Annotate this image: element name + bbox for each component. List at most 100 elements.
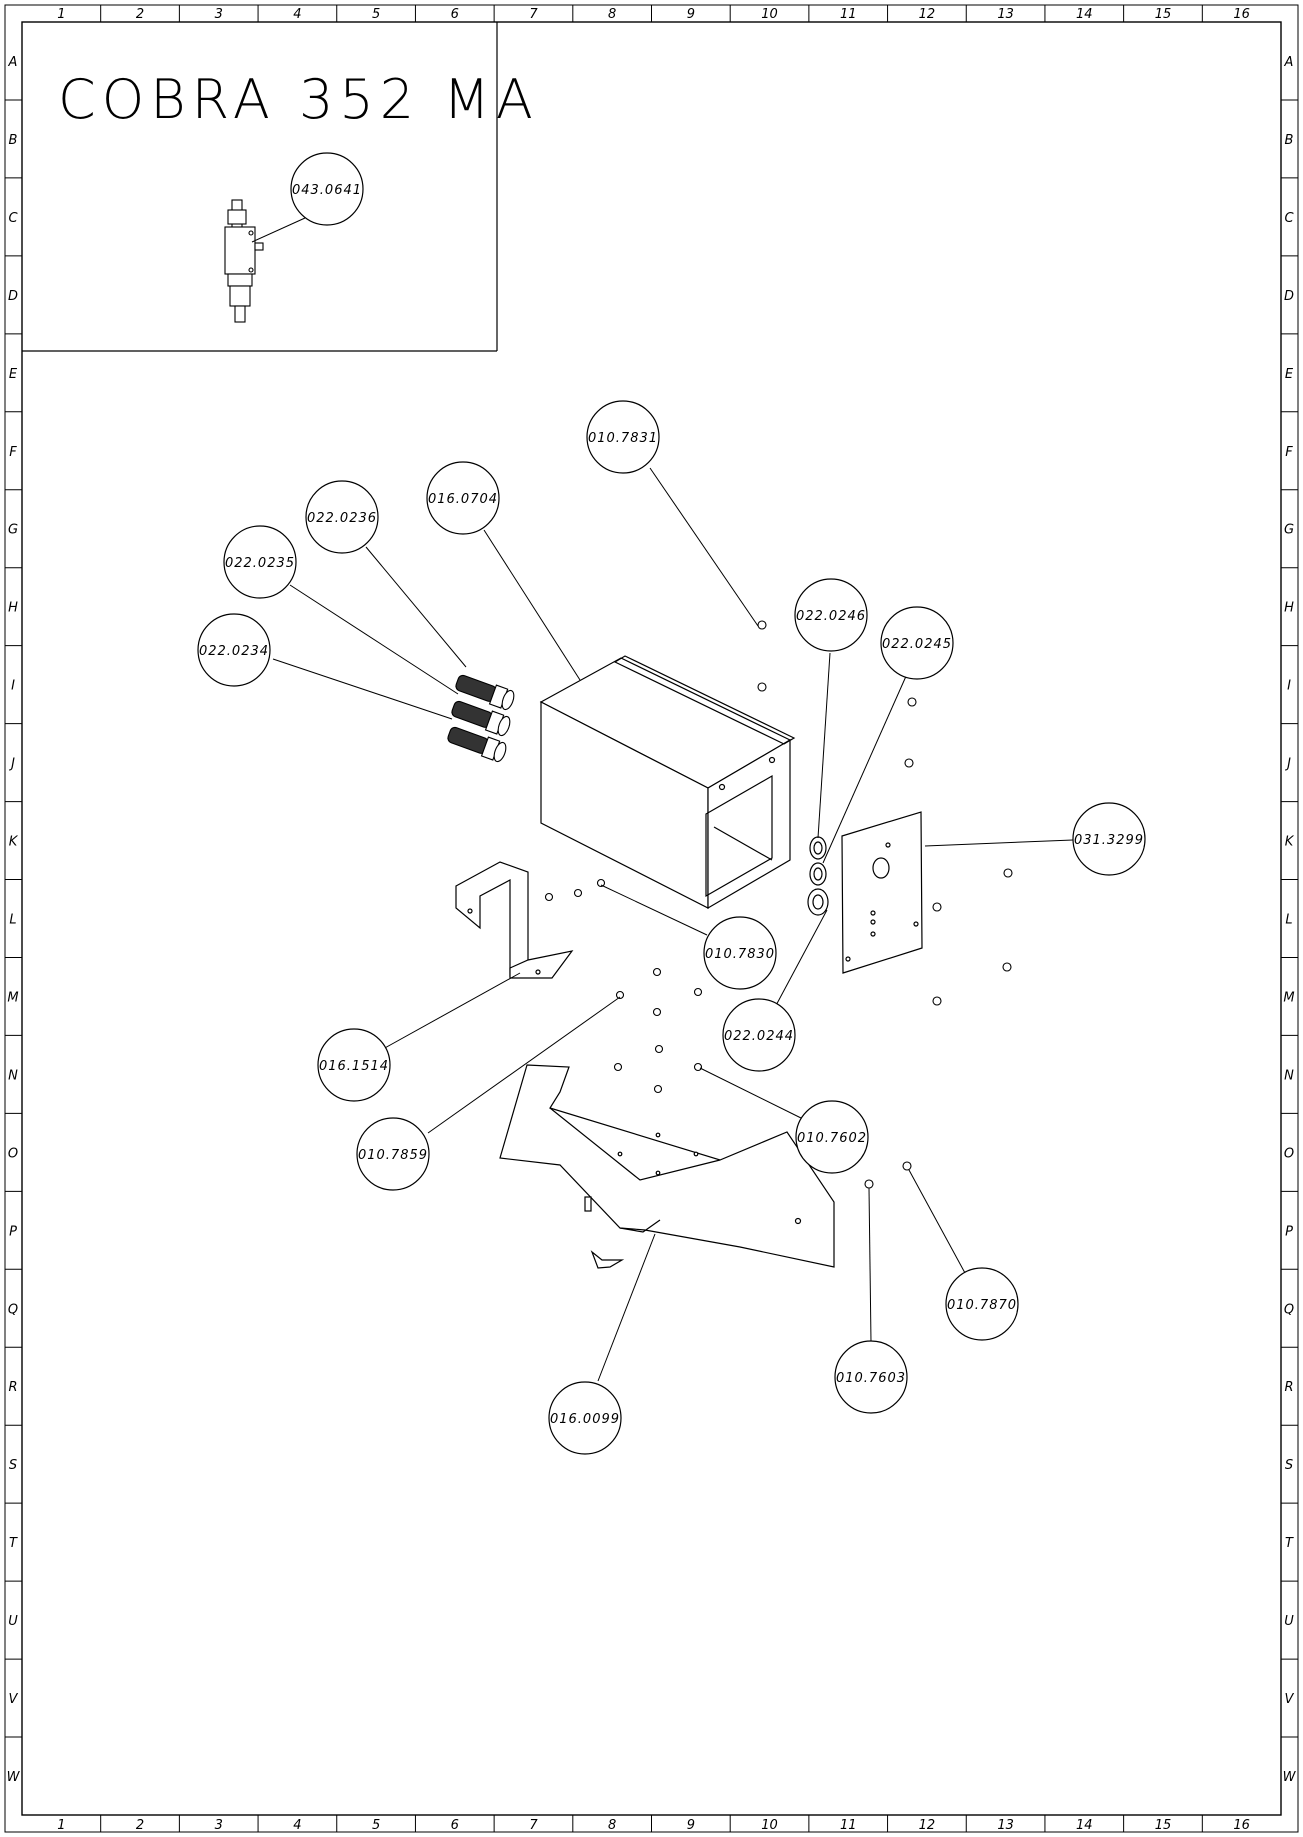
row-label-right-Q: Q	[1284, 1302, 1294, 1317]
callout-circle-022.0236	[305, 480, 379, 554]
row-label-left-I: I	[11, 679, 15, 694]
row-label-right-L: L	[1285, 913, 1292, 928]
callout-label-016.1514: 016.1514	[319, 1059, 389, 1074]
drawing-title: COBRA 352 MA	[58, 68, 539, 131]
callout-label-022.0234: 022.0234	[199, 644, 269, 659]
row-label-right-B: B	[1285, 133, 1294, 148]
lock-nuts	[807, 836, 829, 916]
row-label-right-C: C	[1284, 211, 1294, 226]
row-label-right-G: G	[1284, 523, 1294, 538]
col-label-top-14: 14	[1076, 7, 1093, 22]
callout-circle-031.3299	[1072, 802, 1146, 876]
row-label-right-A: A	[1284, 55, 1294, 70]
callout-circle-043.0641	[290, 152, 364, 226]
col-label-bottom-9: 9	[687, 1818, 695, 1833]
callout-label-010.7831: 010.7831	[588, 431, 658, 446]
row-label-right-R: R	[1284, 1380, 1293, 1395]
gas-valve-part	[224, 199, 264, 323]
row-label-left-B: B	[9, 133, 18, 148]
callout-balloons: 043.0641 010.7831 016.0704 022.0236 022.0235…	[197, 152, 1146, 1455]
col-label-bottom-2: 2	[136, 1818, 144, 1833]
row-label-right-O: O	[1284, 1146, 1294, 1161]
col-label-top-7: 7	[529, 7, 538, 22]
row-label-right-W: W	[1283, 1770, 1297, 1785]
col-label-top-13: 13	[997, 7, 1014, 22]
row-label-left-E: E	[9, 367, 18, 382]
col-label-top-10: 10	[761, 7, 778, 22]
housing-box	[539, 655, 796, 910]
callout-circle-022.0246	[794, 578, 868, 652]
callout-label-010.7859: 010.7859	[358, 1148, 428, 1163]
row-label-right-T: T	[1285, 1536, 1294, 1551]
col-label-bottom-7: 7	[529, 1818, 538, 1833]
col-label-bottom-3: 3	[215, 1818, 223, 1833]
callout-circle-016.0099	[548, 1381, 622, 1455]
cable-glands	[447, 674, 515, 763]
col-label-top-1: 1	[57, 7, 65, 22]
row-label-right-H: H	[1284, 601, 1294, 616]
row-label-right-J: J	[1284, 757, 1291, 772]
col-label-top-3: 3	[215, 7, 223, 22]
row-label-left-J: J	[8, 757, 15, 772]
callout-label-022.0236: 022.0236	[307, 511, 377, 526]
col-label-top-4: 4	[293, 7, 301, 22]
col-label-bottom-10: 10	[761, 1818, 778, 1833]
row-label-left-V: V	[9, 1692, 19, 1707]
col-label-bottom-4: 4	[293, 1818, 301, 1833]
col-label-top-9: 9	[687, 7, 695, 22]
callout-label-043.0641: 043.0641	[292, 183, 362, 198]
col-label-bottom-6: 6	[451, 1818, 459, 1833]
row-label-right-M: M	[1283, 990, 1294, 1005]
row-label-left-H: H	[8, 601, 18, 616]
callout-label-031.3299: 031.3299	[1074, 833, 1144, 848]
callout-label-016.0704: 016.0704	[428, 492, 498, 507]
col-label-bottom-12: 12	[919, 1818, 936, 1833]
row-label-right-K: K	[1285, 835, 1295, 850]
callout-label-010.7830: 010.7830	[705, 947, 775, 962]
callout-label-010.7603: 010.7603	[836, 1371, 906, 1386]
callout-circle-010.7602	[795, 1100, 869, 1174]
row-label-right-U: U	[1284, 1614, 1294, 1629]
callout-circle-016.0704	[426, 461, 500, 535]
row-label-right-N: N	[1284, 1068, 1294, 1083]
col-label-top-16: 16	[1233, 7, 1250, 22]
callout-label-022.0235: 022.0235	[225, 556, 295, 571]
callout-circle-010.7830	[703, 916, 777, 990]
col-label-bottom-13: 13	[997, 1818, 1014, 1833]
callout-label-016.0099: 016.0099	[550, 1412, 620, 1427]
callout-circle-010.7859	[356, 1117, 430, 1191]
row-label-left-F: F	[9, 445, 17, 460]
col-label-top-15: 15	[1155, 7, 1172, 22]
callout-label-022.0244: 022.0244	[724, 1029, 794, 1044]
callout-label-010.7870: 010.7870	[947, 1298, 1017, 1313]
row-label-left-S: S	[9, 1458, 17, 1473]
mounting-plate	[841, 811, 923, 974]
callout-circle-016.1514	[317, 1028, 391, 1102]
row-label-right-V: V	[1285, 1692, 1295, 1707]
sheet-inner-border	[21, 21, 1282, 1816]
col-label-top-12: 12	[919, 7, 936, 22]
col-label-bottom-15: 15	[1155, 1818, 1172, 1833]
row-label-left-W: W	[7, 1770, 21, 1785]
row-label-right-F: F	[1285, 445, 1293, 460]
col-label-top-5: 5	[372, 7, 380, 22]
row-label-left-M: M	[7, 990, 18, 1005]
row-label-left-K: K	[9, 835, 19, 850]
grid-reference-frame: 1122334455667788991010111112121313141415…	[5, 5, 1298, 1833]
title-block: COBRA 352 MA	[22, 22, 539, 352]
row-label-right-D: D	[1284, 289, 1294, 304]
base-bracket	[499, 1064, 835, 1269]
col-label-top-6: 6	[451, 7, 459, 22]
col-label-bottom-11: 11	[840, 1818, 857, 1833]
col-label-bottom-14: 14	[1076, 1818, 1093, 1833]
row-label-left-T: T	[9, 1536, 18, 1551]
col-label-top-11: 11	[840, 7, 857, 22]
callout-circle-022.0244	[722, 998, 796, 1072]
callout-circle-010.7870	[945, 1267, 1019, 1341]
row-label-left-N: N	[8, 1068, 18, 1083]
col-label-top-2: 2	[136, 7, 144, 22]
row-label-left-P: P	[9, 1224, 17, 1239]
row-label-left-O: O	[8, 1146, 18, 1161]
row-label-left-C: C	[8, 211, 18, 226]
